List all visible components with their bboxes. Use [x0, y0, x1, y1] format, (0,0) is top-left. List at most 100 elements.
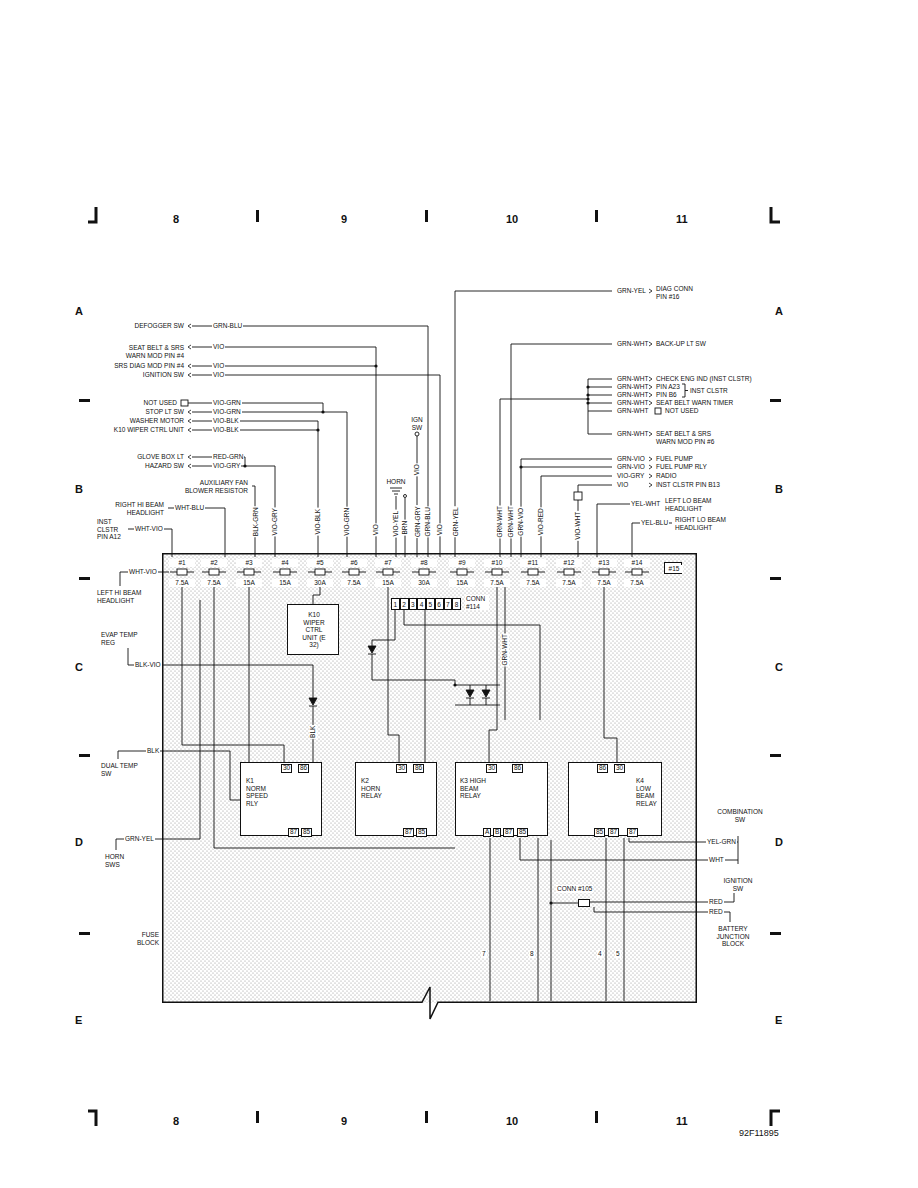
component-label: #8: [411, 559, 437, 567]
text-slot: DEFOGGER SW: [134, 322, 185, 330]
component-label: 7.5A: [169, 579, 195, 587]
callout-label: YEL-BLU: [640, 519, 669, 527]
text-slot: EVAP TEMP REG: [100, 631, 146, 646]
text-slot: YEL-BLU: [640, 519, 669, 527]
wire: [551, 840, 552, 1001]
text-slot: GRN-WHT: [616, 399, 649, 407]
component-fill: [355, 762, 437, 836]
wire: [682, 384, 688, 397]
text-slot: 85: [594, 828, 605, 837]
text-slot: VIO: [413, 463, 421, 476]
wire-connector: [604, 586, 617, 762]
connector-symbol: [188, 289, 652, 487]
callout-label: BATTERY JUNCTION BLOCK: [712, 925, 754, 948]
callout-label: DEFOGGER SW: [134, 322, 185, 330]
wire: [404, 610, 540, 720]
grid-reference: B: [74, 483, 84, 496]
wire: [128, 529, 172, 557]
wire: [597, 504, 660, 557]
fuse-symbol: [564, 569, 574, 575]
wire: [655, 408, 661, 414]
component-fill: [455, 762, 548, 836]
component-label: 30A: [411, 579, 437, 587]
text-slot: #11: [520, 559, 546, 567]
fuse: #715A: [375, 559, 401, 586]
pin-number: 85: [301, 828, 312, 837]
grid-tick: [770, 932, 781, 935]
text-slot: 1: [391, 598, 400, 610]
text-slot: VIO-RED: [537, 507, 545, 536]
text-slot: 7.5A: [484, 579, 510, 587]
pin-number: 2: [400, 598, 409, 610]
text-slot: CONN #105: [556, 885, 593, 893]
text-slot: E: [774, 1014, 783, 1027]
grid-tick: [79, 577, 90, 580]
diode-symbol: [309, 706, 317, 707]
callout-label: FUEL PUMP RLY: [655, 463, 708, 471]
component-label: 30A: [307, 579, 333, 587]
text-slot: FUEL PUMP RLY: [655, 463, 708, 471]
text-slot: 7.5A: [624, 579, 650, 587]
diode-symbol: [466, 698, 474, 699]
callout-label: 7: [481, 950, 487, 958]
callout-label: VIO-GRN: [212, 408, 242, 416]
text-slot: 86: [597, 764, 608, 773]
text-slot: SEAT BELT & SRS WARN MOD PIN #4: [123, 344, 185, 359]
fuse-block-outline: [163, 554, 697, 1019]
text-slot: 4: [597, 950, 603, 958]
text-slot: #3: [236, 559, 262, 567]
component-label: #6: [341, 559, 367, 567]
callout-label: HAZARD SW: [144, 462, 185, 470]
fuse-symbol: [177, 569, 187, 575]
junction-dot: [549, 901, 552, 904]
callout-label: INST CLSTR PIN B13: [655, 481, 721, 489]
fuse: #530A: [307, 559, 333, 586]
text-slot: VIO-GRN: [212, 408, 242, 416]
text-slot: 8: [452, 598, 461, 610]
text-slot: 7.5A: [341, 579, 367, 587]
text-slot: K4 LOW BEAM RELAY: [635, 777, 661, 807]
diode-symbol: [466, 690, 474, 697]
callout-label: WHT-VIO: [128, 568, 158, 576]
text-slot: 10: [505, 1115, 519, 1128]
text-slot: RIGHT HI BEAM HEADLIGHT: [107, 501, 165, 516]
component-label: #14: [624, 559, 650, 567]
grid-tick: [79, 932, 90, 935]
text-slot: 87: [503, 828, 514, 837]
text-slot: BLK-VIO: [134, 661, 162, 669]
fuse: #14 7.5A: [624, 559, 650, 586]
text-slot: 7.5A: [591, 579, 617, 587]
component-label: #4: [272, 559, 298, 567]
text-slot: 5: [426, 598, 435, 610]
junction-dot: [374, 364, 377, 367]
wire-color-label: VIO: [413, 463, 421, 476]
fuse-block: FUSE BLOCK#17.5A#27.5A#315A#415A#530A#67…: [162, 553, 697, 1003]
callout-label: VIO-BLK: [212, 426, 240, 434]
wire-connector: [388, 586, 399, 762]
text-slot: VIO-GRN: [212, 399, 242, 407]
wire: [249, 587, 250, 762]
grid-reference: A: [74, 305, 84, 318]
text-slot: PIN B6: [655, 391, 678, 399]
wire: [470, 685, 486, 705]
component-label: K2 HORN RELAY: [360, 777, 390, 800]
callout-label: GRN-WHT: [616, 430, 649, 438]
component-label: 7.5A: [556, 579, 582, 587]
text-slot: 30: [614, 764, 625, 773]
grid-reference: D: [74, 836, 84, 849]
text-slot: RADIO: [655, 472, 678, 480]
fuse: #117.5A: [520, 559, 546, 586]
text-slot: 7.5A: [201, 579, 227, 587]
junction-dot: [243, 464, 246, 467]
junction-dot: [586, 385, 589, 388]
text-slot: VIO-BLK: [212, 417, 240, 425]
pin-number: B: [493, 828, 501, 837]
wiper-control-unit: K10 WIPER CTRL UNIT (E 32): [287, 604, 339, 655]
text-slot: BACK-UP LT SW: [655, 340, 707, 348]
text-slot: PIN A23: [655, 383, 681, 391]
component-fill: [287, 604, 339, 655]
junction-dot: [519, 465, 522, 468]
relay-box: 3086K2 HORN RELAY8785: [355, 762, 437, 836]
text-slot: #9: [449, 559, 475, 567]
wire: [455, 685, 500, 705]
